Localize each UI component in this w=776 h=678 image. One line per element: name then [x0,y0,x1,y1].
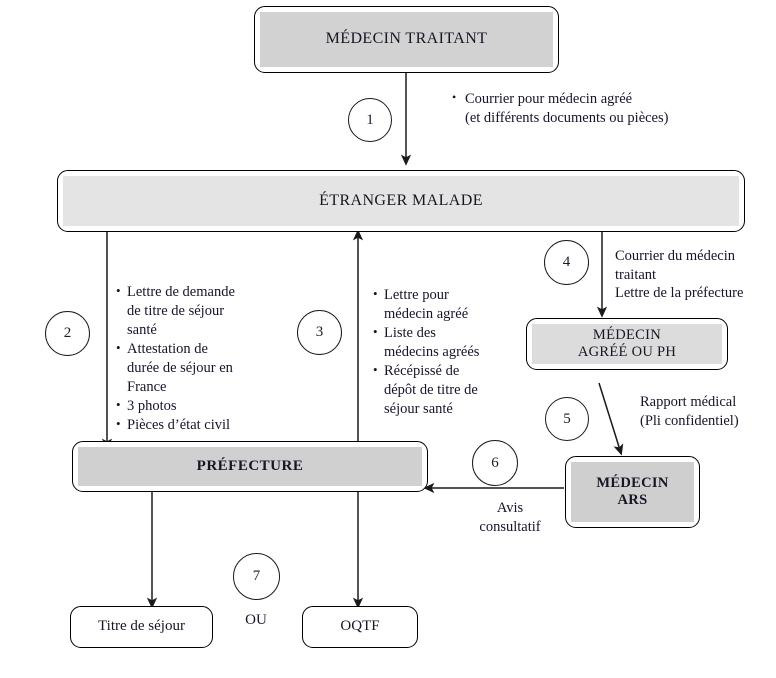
step-circle-4[interactable]: 4 [544,240,589,285]
list-item: Pièces d’état civil [116,416,242,435]
annotation-step-1-list: Courrier pour médecin agréé (et différen… [452,90,752,128]
annotation-step-3: Lettre pour médecin agréé Liste des méde… [373,286,481,419]
node-etranger-malade-fill: ÉTRANGER MALADE [63,176,739,226]
step-circle-3[interactable]: 3 [297,310,342,355]
node-medecin-traitant[interactable]: MÉDECIN TRAITANT [254,6,559,73]
node-prefecture-fill: PRÉFECTURE [78,447,422,486]
list-item: Récépissé de dépôt de titre de séjour sa… [373,362,481,419]
list-item: Liste des médecins agréés [373,324,481,362]
node-medecin-agree[interactable]: MÉDECIN AGRÉÉ OU PH [526,318,728,370]
node-etranger-malade[interactable]: ÉTRANGER MALADE [57,170,745,232]
annotation-step-2: Lettre de demande de titre de séjour san… [116,283,242,436]
step-circle-5[interactable]: 5 [545,397,589,441]
step-circle-2-label: 2 [63,325,72,341]
step-circle-2[interactable]: 2 [45,311,90,356]
node-oqtf[interactable]: OQTF [302,606,418,648]
list-item: Attestation de durée de séjour en France [116,340,242,397]
annotation-step-1: Courrier pour médecin agréé (et différen… [452,90,752,128]
node-titre-de-sejour-label: Titre de séjour [98,618,185,635]
annotation-step-3-list: Lettre pour médecin agréé Liste des méde… [373,286,481,419]
step-circle-1-label: 1 [366,111,374,128]
node-medecin-ars-label: MÉDECIN ARS [596,474,669,508]
step-circle-4-label: 4 [562,254,571,270]
node-titre-de-sejour[interactable]: Titre de séjour [70,606,213,648]
node-prefecture-label: PRÉFECTURE [196,457,304,474]
step-circle-6-label: 6 [491,454,499,471]
step-circle-3-label: 3 [315,324,324,340]
annotation-step-5: Rapport médical (Pli confidentiel) [640,394,739,429]
step-circle-7-label: 7 [252,568,261,584]
node-titre-de-sejour-fill: Titre de séjour [76,612,207,642]
list-item: Courrier pour médecin agréé (et différen… [452,90,752,128]
annotation-step-4: Courrier du médecin traitant Lettre de l… [615,248,744,302]
node-medecin-agree-label: MÉDECIN AGRÉÉ OU PH [577,326,677,360]
arrow-step-5 [598,382,624,456]
step-circle-7[interactable]: 7 [233,553,280,600]
list-item: Lettre de demande de titre de séjour san… [116,283,242,340]
annotation-step-6: Avis consultatif [479,500,541,535]
step-circle-5-label: 5 [563,410,571,427]
node-oqtf-fill: OQTF [308,612,412,642]
node-etranger-malade-label: ÉTRANGER MALADE [319,191,483,209]
step-circle-1[interactable]: 1 [348,98,392,142]
list-item: Lettre pour médecin agréé [373,286,481,324]
node-medecin-ars[interactable]: MÉDECIN ARS [565,456,700,528]
list-item: 3 photos [116,397,242,416]
node-prefecture[interactable]: PRÉFECTURE [72,441,428,492]
step-circle-6[interactable]: 6 [472,440,518,486]
annotation-step-7: OU [245,612,267,628]
annotation-step-2-list: Lettre de demande de titre de séjour san… [116,283,242,435]
node-oqtf-label: OQTF [340,618,380,635]
node-medecin-traitant-label: MÉDECIN TRAITANT [325,30,488,48]
node-medecin-agree-fill: MÉDECIN AGRÉÉ OU PH [532,324,722,364]
node-medecin-traitant-fill: MÉDECIN TRAITANT [260,12,553,67]
node-medecin-ars-fill: MÉDECIN ARS [571,462,694,522]
